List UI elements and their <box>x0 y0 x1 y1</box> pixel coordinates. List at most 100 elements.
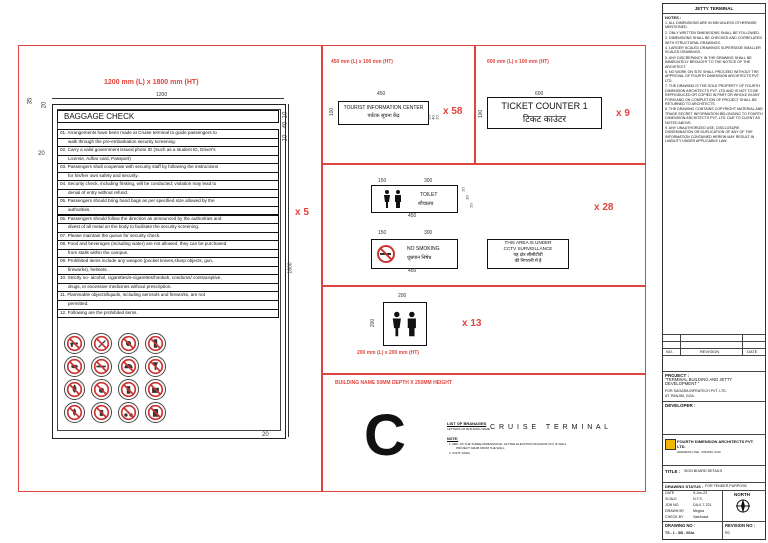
toilet-small-icon <box>392 311 416 337</box>
small-sign <box>383 302 427 346</box>
title-block <box>662 3 766 540</box>
tb-note: 2. ONLY WRITTEN DIMENSIONS SHALL BE FOLL… <box>665 30 760 35</box>
dim-bottom-label: 20 <box>262 432 269 438</box>
tb-notes: 1. ALL DIMENSIONS ARE IN MM UNLESS OTHER… <box>665 21 763 145</box>
rev-no: NO. <box>666 349 674 354</box>
toilet-d20a: 20 <box>460 187 466 192</box>
tb-note: 5. ANY DISCREPANCY IN THE DRAWING SHALL … <box>665 55 752 69</box>
baggage-title-box: BAGGAGE CHECK <box>57 110 279 123</box>
ticket-sign: TICKET COUNTER 1 टिकट काउंटर <box>487 97 602 129</box>
title-label: TITLE : <box>665 469 681 474</box>
tb-note: 3. DIMENSIONS SHALL BE CHECKED AND CORRE… <box>665 36 763 45</box>
tourist-frame <box>322 45 476 165</box>
tourist-w: 450 <box>377 91 386 97</box>
tb-divider-2 <box>662 334 766 335</box>
no-flammable-icon <box>64 379 85 400</box>
dim-20a: 20 <box>41 101 48 109</box>
dim-10b: 10 <box>282 134 289 142</box>
architect-address: ADDRESS LINE - PANJIM, GOA <box>677 450 721 454</box>
status-label: DRAWING STATUS : <box>665 484 704 489</box>
no-bottle-icon <box>145 333 166 354</box>
project-location: AT. PANJIM, GOA. <box>665 394 695 398</box>
tourist-h: 100 <box>329 107 336 117</box>
no-bag-icon <box>145 379 166 400</box>
tb-divider-7 <box>662 401 766 402</box>
tb-divider-1 <box>662 13 766 14</box>
tb-divider-4 <box>662 348 766 349</box>
dim-20b: 20 <box>38 151 45 157</box>
tb-divider-11 <box>662 490 766 491</box>
tb-note: 6. NO WORK ON SITE SHALL PROCEED WITHOUT… <box>665 70 760 83</box>
tb-divider-10 <box>662 482 766 483</box>
baggage-board <box>52 104 286 439</box>
no-aerosol-icon <box>118 379 139 400</box>
tb-col-split <box>722 490 723 540</box>
tb-note: 1. ALL DIMENSIONS ARE IN MM UNLESS OTHER… <box>665 21 757 30</box>
tb-row-label: DATE <box>665 491 675 495</box>
tb-note: 9. ANY UNAUTHORIZED USE, DISCLOSURE DISS… <box>665 125 755 144</box>
branage-list-line: LETTERS OF BUILDING NAME <box>447 427 491 431</box>
ticket-h: 100 <box>478 109 485 119</box>
north-arrow-icon <box>736 499 750 513</box>
ticket-w: 600 <box>535 91 544 97</box>
north-label: NORTH <box>734 492 750 497</box>
tb-row-label: DRAWN BY <box>665 509 685 513</box>
building-note1: 1. REF. OF THE THREE DIMENSIONAL LETTER … <box>449 442 567 446</box>
no-gun-icon <box>64 333 85 354</box>
tb-row-value: Megha <box>693 509 704 513</box>
no-pets-icon <box>91 379 112 400</box>
tourist-hi: पर्यटक सूचना केंद्र <box>367 113 400 119</box>
title-value: SIGN BOARD DETAILS <box>684 469 723 473</box>
toilet-qty: x 28 <box>594 202 614 213</box>
no-scissors-icon <box>118 402 139 423</box>
architect-name: FOURTH DIMENSION ARCHITECTS PVT. LTD. <box>677 439 754 449</box>
tourist-qty: x 58 <box>443 106 463 117</box>
small-title: 200 mm (L) x 200 mm (HT) <box>357 350 419 356</box>
tb-row-value: 9-Jun-23 <box>693 491 708 495</box>
project-client: FOR SAGARA INFRATECH PVT. LTD. <box>665 389 727 393</box>
revision-no: R0 <box>725 531 730 535</box>
cctv-l2: CCTV SURVEILLANCE <box>503 246 553 251</box>
tb-row-value: Vaishnavi <box>693 515 709 519</box>
toilet-d20b: 20 <box>468 203 474 208</box>
toilet-d30: 30 <box>464 195 470 200</box>
no-battery-icon <box>145 402 166 423</box>
no-fire-icon <box>64 402 85 423</box>
smoking-sign: NO SMOKING धूम्रपान निषेध <box>371 239 458 269</box>
architect-logo <box>665 439 676 450</box>
dim-top-label: 1200 <box>156 92 168 98</box>
left-sheet-qty: x 5 <box>295 207 309 218</box>
left-sheet-frame <box>18 45 322 492</box>
tb-note: 4. LARGER SCALED DRAWINGS SUPERSEDE SMAL… <box>665 46 761 55</box>
drawing-no: TS - 1 - SB - 002a <box>665 531 695 535</box>
building-notes-title: NOTE: <box>447 437 459 441</box>
ticket-en: TICKET COUNTER 1 <box>501 101 588 111</box>
toilet-frame <box>322 163 646 287</box>
tb-note: 7. THE DRAWING IS THE SOLE PROPERTY OF F… <box>665 84 760 106</box>
dim-side-line <box>288 104 289 437</box>
tb-header: JETTY TERMINAL <box>694 6 734 11</box>
smoking-w2: 300 <box>424 230 433 236</box>
left-sheet-title: 1200 mm (L) x 1800 mm (HT) <box>104 79 199 86</box>
tb-row-value: DA-II-7-221 <box>693 503 712 507</box>
smoking-hi: धूम्रपान निषेध <box>407 255 432 261</box>
rev-revision: REVISION <box>700 349 720 354</box>
tb-divider-9 <box>662 465 766 466</box>
rev-col-1 <box>680 334 681 355</box>
small-qty: x 13 <box>462 318 482 329</box>
cctv-sign: THIS AREA IS UNDER CCTV SURVEILLANCE यह … <box>487 239 569 269</box>
baggage-title: BAGGAGE CHECK <box>64 112 135 121</box>
building-frame <box>322 373 646 492</box>
tb-notes-title: NOTES : <box>665 15 682 20</box>
developer-label: DEVELOPER : <box>665 403 696 408</box>
toilet-people-icon <box>384 190 401 208</box>
tb-note: 8. THE DRAWING CONTAINS COPYRIGHT MATERI… <box>665 107 763 125</box>
tb-divider-6 <box>662 371 766 372</box>
dim-top-line <box>52 98 284 99</box>
dim-10a: 10 <box>282 111 289 119</box>
prohibited-grid <box>64 333 172 425</box>
small-h: 200 <box>370 318 377 328</box>
no-helmet-icon <box>118 356 139 377</box>
no-lighter-icon <box>91 402 112 423</box>
no-alcohol-icon <box>145 356 166 377</box>
